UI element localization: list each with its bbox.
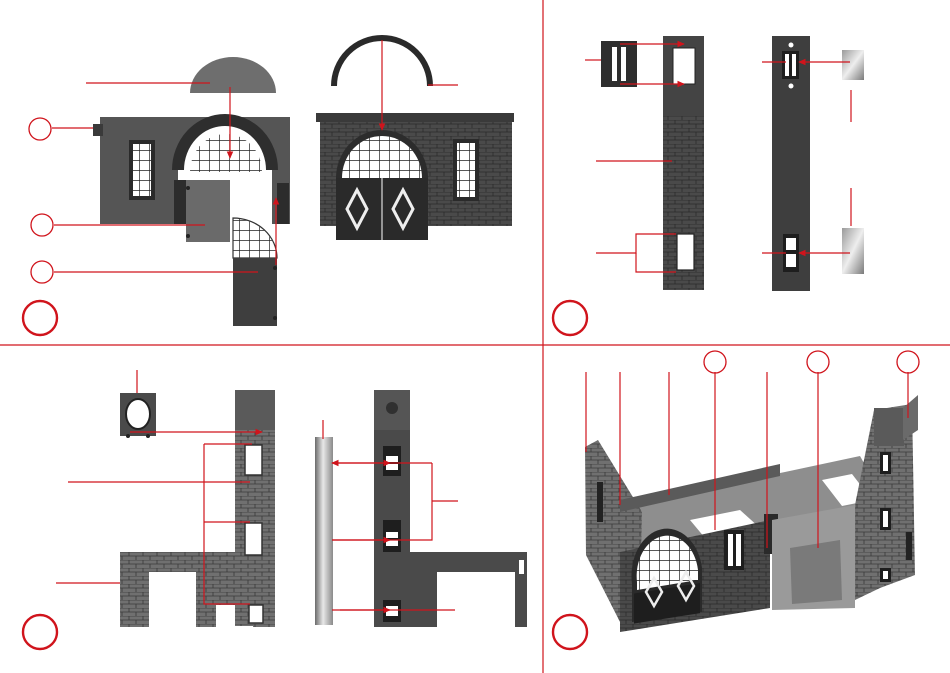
step-1-callouts [29, 118, 53, 283]
callout-marker [704, 351, 726, 373]
side-window [457, 143, 475, 197]
brick-pillar [663, 36, 704, 290]
half-dome-roof-part [190, 57, 276, 93]
step-2-panel [553, 36, 864, 335]
callout-marker [31, 261, 53, 283]
glazing-piece-top [842, 50, 864, 80]
step-4-panel [553, 351, 919, 649]
arched-wall-right [316, 113, 514, 240]
callout-marker [897, 351, 919, 373]
door-panel-left [186, 180, 230, 242]
step-4-callouts [704, 351, 919, 373]
downpipe-part [315, 437, 333, 625]
l-shaped-window-wall [374, 390, 527, 627]
step-3-panel [23, 370, 527, 649]
step-2-marker [553, 301, 587, 335]
fanlight-window [190, 134, 262, 172]
callout-marker [807, 351, 829, 373]
window-frame-small [601, 41, 637, 87]
step-1-marker [23, 301, 57, 335]
tall-window-glass [133, 144, 151, 196]
glazing-piece-bottom [842, 228, 864, 274]
step-1-panel [23, 38, 514, 335]
callout-marker [29, 118, 51, 140]
step-4-marker [553, 615, 587, 649]
step-3-marker [23, 615, 57, 649]
arched-wall-left [93, 117, 290, 242]
callout-marker [31, 214, 53, 236]
